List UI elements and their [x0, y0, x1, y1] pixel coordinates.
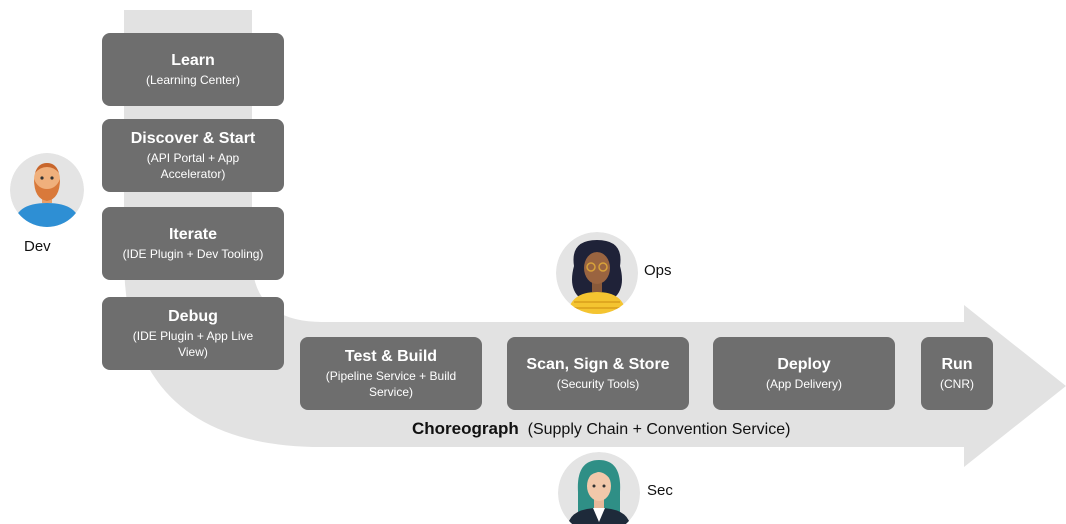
step-scan-sign-store[interactable]: Scan, Sign & Store (Security Tools)	[507, 337, 689, 410]
step-run-subtitle: (CNR)	[940, 377, 974, 391]
choreograph-name: Choreograph	[412, 419, 519, 438]
step-iterate-subtitle: (IDE Plugin + Dev Tooling)	[122, 247, 264, 261]
step-discover-start-title: Discover & Start	[130, 130, 256, 147]
step-debug-title: Debug	[168, 308, 218, 325]
step-iterate-title: Iterate	[168, 226, 218, 243]
step-scan-sign-store-subtitle: (Security Tools)	[556, 377, 640, 391]
step-deploy-title: Deploy	[777, 356, 831, 373]
step-learn[interactable]: Learn (Learning Center)	[102, 33, 284, 106]
step-test-build[interactable]: Test & Build (Pipeline Service + Build S…	[300, 337, 482, 410]
step-scan-sign-store-title: Scan, Sign & Store	[526, 356, 670, 373]
step-iterate[interactable]: Iterate (IDE Plugin + Dev Tooling)	[102, 207, 284, 280]
dev-label: Dev	[24, 238, 51, 255]
step-test-build-subtitle: (Pipeline Service + Build Service)	[325, 369, 457, 399]
ops-avatar-icon	[556, 232, 638, 314]
step-debug[interactable]: Debug (IDE Plugin + App Live View)	[102, 297, 284, 370]
ops-label: Ops	[644, 262, 672, 279]
dev-avatar-icon	[10, 153, 84, 227]
step-learn-title: Learn	[171, 52, 215, 69]
choreograph-caption: Choreograph (Supply Chain + Convention S…	[412, 419, 790, 439]
step-discover-start[interactable]: Discover & Start (API Portal + App Accel…	[102, 119, 284, 192]
sec-label: Sec	[647, 482, 673, 499]
step-learn-subtitle: (Learning Center)	[145, 73, 241, 87]
sec-avatar-icon	[558, 452, 640, 524]
choreograph-description: (Supply Chain + Convention Service)	[527, 421, 791, 438]
step-deploy-subtitle: (App Delivery)	[765, 377, 843, 391]
step-debug-subtitle: (IDE Plugin + App Live View)	[132, 329, 254, 359]
step-run-title: Run	[941, 356, 973, 373]
step-discover-start-subtitle: (API Portal + App Accelerator)	[146, 151, 240, 181]
step-run[interactable]: Run (CNR)	[921, 337, 993, 410]
step-test-build-title: Test & Build	[344, 348, 438, 365]
step-deploy[interactable]: Deploy (App Delivery)	[713, 337, 895, 410]
